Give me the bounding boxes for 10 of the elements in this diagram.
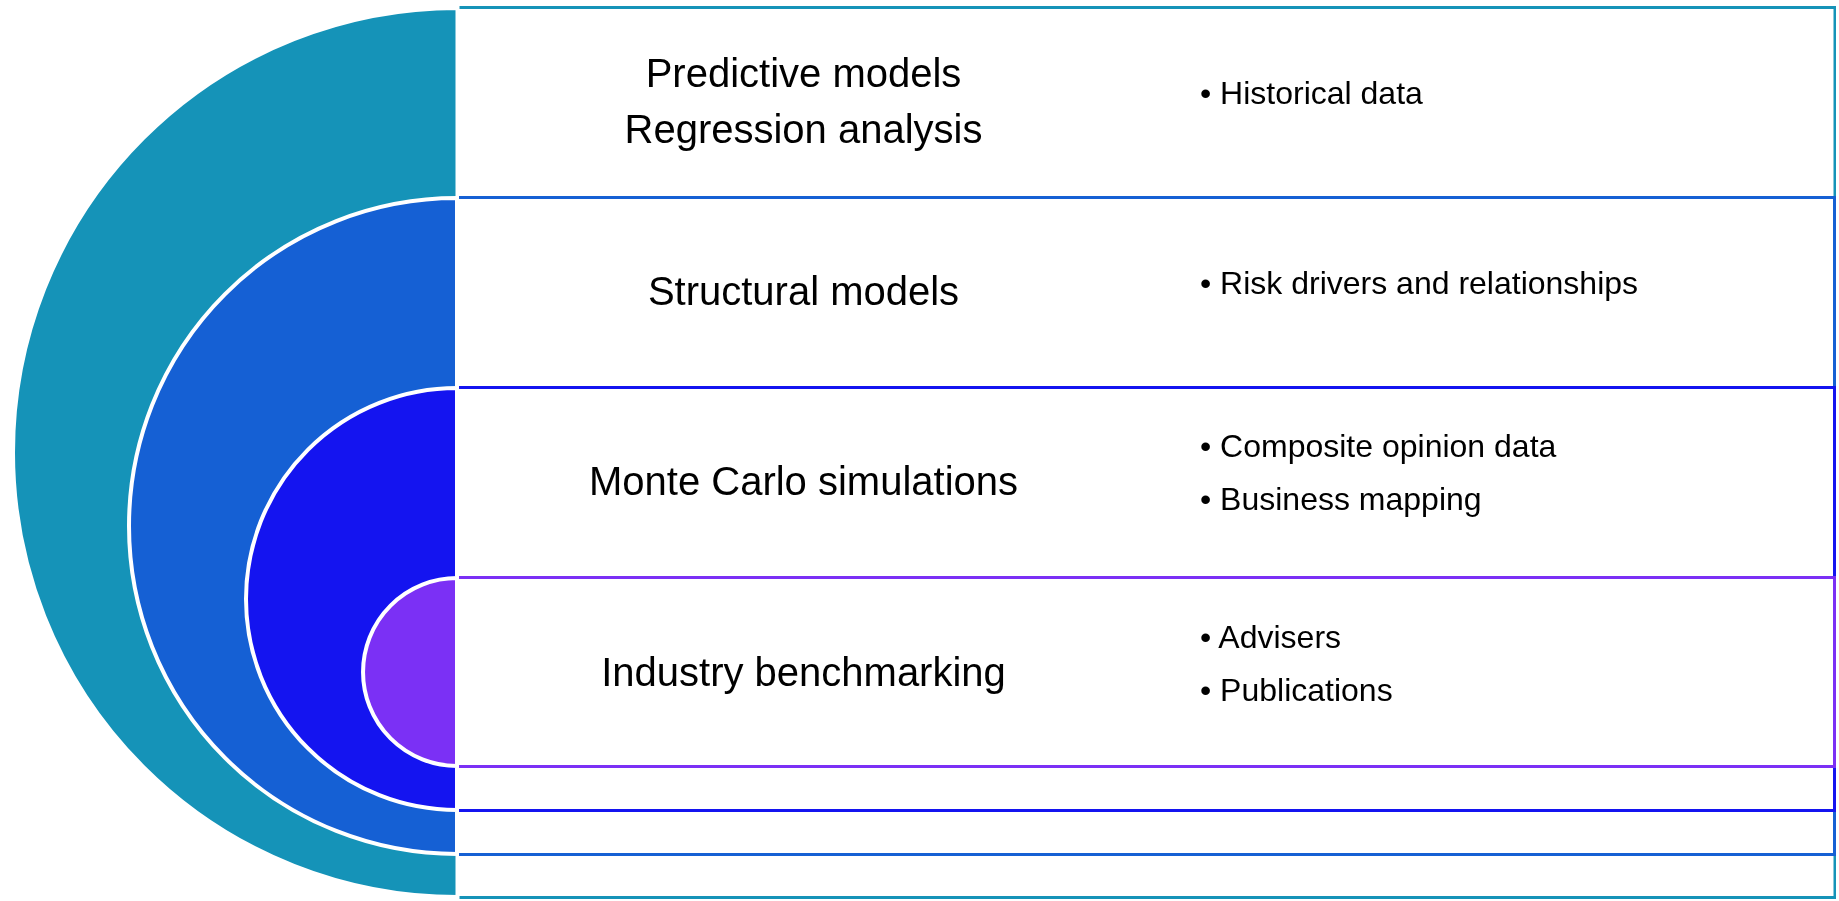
model-heading: Monte Carlo simulations [587, 458, 1020, 505]
bullet-point: • Risk drivers and relationships [1200, 263, 1639, 303]
bullet-point: • Business mapping [1200, 480, 1483, 519]
bullet-point: • Advisers [1200, 618, 1343, 658]
model-heading: Industry benchmarking [600, 649, 1007, 696]
model-heading: Predictive models Regression analysis [623, 50, 984, 153]
bullet-point: • Historical data [1200, 73, 1423, 113]
model-heading: Structural models [646, 268, 961, 315]
bullet-point: • Composite opinion data [1200, 427, 1557, 467]
bullet-point: • Publications [1200, 671, 1393, 710]
